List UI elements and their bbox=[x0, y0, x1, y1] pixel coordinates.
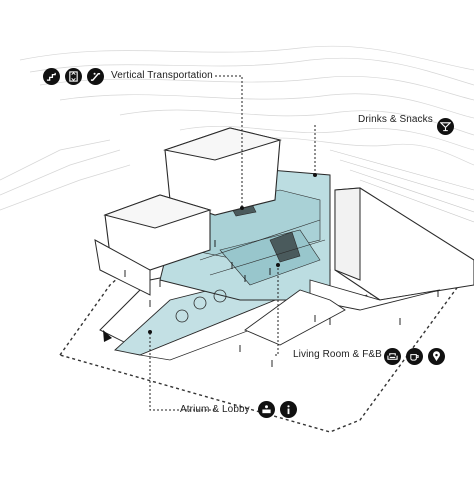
coffee-cup-icon bbox=[406, 348, 423, 365]
sofa-icon bbox=[384, 348, 401, 365]
stairs-icon bbox=[43, 68, 60, 85]
building-block-left bbox=[94, 194, 212, 296]
atrium-seating bbox=[175, 289, 227, 323]
leader-dots bbox=[148, 173, 317, 334]
cocktail-glass-icon bbox=[437, 118, 454, 135]
terrain-hatch-right bbox=[329, 149, 474, 223]
label-vertical-transportation: Vertical Transportation bbox=[111, 70, 213, 81]
leader-lines bbox=[149, 75, 316, 411]
label-living-room-fb: Living Room & F&B bbox=[293, 349, 382, 360]
escalator-icon bbox=[87, 68, 104, 85]
label-drinks-snacks: Drinks & Snacks bbox=[358, 114, 433, 125]
label-atrium-lobby: Atrium & Lobby bbox=[180, 404, 250, 415]
north-arrow bbox=[103, 330, 112, 342]
reception-desk-icon bbox=[258, 401, 275, 418]
lower-slab bbox=[244, 289, 346, 346]
info-icon bbox=[280, 401, 297, 418]
elevator-icon bbox=[65, 68, 82, 85]
terrain-lines bbox=[0, 45, 474, 211]
location-pin-icon bbox=[428, 348, 445, 365]
building-block-right bbox=[309, 187, 474, 311]
